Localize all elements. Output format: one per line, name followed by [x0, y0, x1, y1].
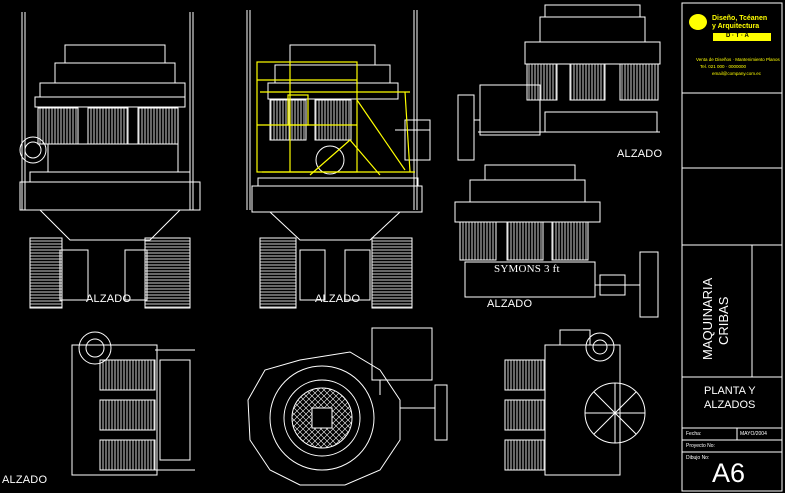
label-alzado-4: ALZADO [487, 298, 533, 310]
company-logo-mark [689, 14, 771, 41]
label-alzado-5: ALZADO [2, 474, 48, 486]
subtitle-line1: PLANTA Y [704, 385, 756, 397]
contact-line2: Tel. 021 000 · 0000000 [700, 64, 747, 69]
elevation-view-3 [457, 4, 661, 161]
sheet-size: A6 [712, 458, 746, 488]
company-name-line1: Diseño, Tcéanen [712, 15, 768, 22]
proyecto-label: Proyecto No: [686, 443, 715, 449]
label-alzado-2: ALZADO [315, 293, 361, 305]
title-block-frame [681, 2, 783, 492]
elevation-view-2 [246, 10, 431, 309]
plan-view-2 [247, 327, 448, 486]
fecha-value: MAYO/2004 [740, 431, 767, 437]
elevation-view-1 [19, 12, 201, 309]
label-symons: SYMONS 3 ft [492, 263, 562, 275]
subtitle-line2: ALZADOS [704, 399, 756, 411]
label-alzado-1: ALZADO [86, 293, 132, 305]
label-alzado-3: ALZADO [617, 148, 663, 160]
company-badge: D · T · A [726, 33, 749, 39]
contact-line1: Venta de Diseños · Mantenimiento Planos [696, 57, 780, 62]
plan-view-3 [504, 329, 646, 476]
symons-view [454, 164, 659, 318]
title-maquinaria: MAQUINARIA [700, 277, 715, 360]
dibujo-label: Dibujo No: [686, 455, 710, 461]
fecha-label: Fecha: [686, 431, 702, 437]
yellow-platform-frame [256, 61, 415, 176]
plan-view-1 [71, 331, 195, 476]
contact-line3: email@company.com.ec [712, 71, 762, 76]
title-cribas: CRIBAS [716, 296, 731, 345]
company-name-line2: y Arquitectura [712, 23, 760, 30]
